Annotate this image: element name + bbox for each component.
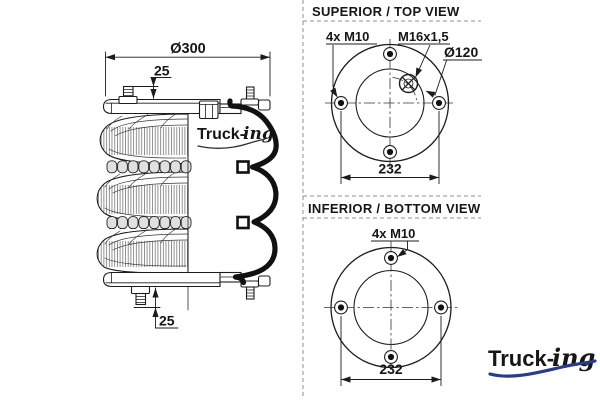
trucking-logo: Truck- ing [488, 343, 597, 378]
port-pitch-circle-arc [392, 77, 417, 101]
bolt-holes-bottom-view [334, 251, 448, 364]
dimension-arrow [429, 174, 439, 181]
dim-label-25-top: 25 [154, 63, 170, 79]
logo-text-truck: Truck- [488, 346, 554, 371]
dimension-arrow [150, 77, 157, 87]
bottom-plate [102, 271, 271, 306]
label-4x-m10-bottom: 4x M10 [372, 226, 415, 241]
dimension-arrow [341, 376, 351, 383]
dim-label-232-bottom: 232 [379, 361, 403, 377]
dimension-arrow [431, 376, 441, 383]
girdle-ring-section-1 [236, 160, 250, 174]
convolution-3 [96, 228, 189, 274]
mounting-stud-bottom-left [130, 285, 151, 306]
bead-clip-bottom [257, 275, 271, 287]
dim-label-diameter-300: Ø300 [170, 41, 205, 57]
convolution-2 [96, 171, 189, 224]
bolt-hole [384, 251, 398, 265]
air-fitting-boss [198, 100, 219, 120]
mounting-stud-top-right [240, 86, 271, 111]
watermark-swoosh [197, 138, 266, 149]
logo-swoosh [488, 359, 597, 378]
dimension-25-top [133, 77, 172, 99]
watermark-text-ing: ing [243, 124, 274, 144]
air-bellows-outline [227, 98, 279, 286]
bolt-hole [334, 300, 348, 315]
bolt-hole [334, 96, 348, 110]
dim-label-232-top: 232 [378, 161, 402, 177]
bellows-convolutions [96, 113, 192, 274]
bead-clip-top [257, 99, 271, 111]
bottom-view-title: INFERIOR / BOTTOM VIEW [308, 201, 481, 216]
leader-arrow [415, 67, 423, 78]
mounting-stud-bottom-right [240, 275, 271, 300]
bolt-holes-top-view [334, 47, 446, 159]
girdle-ring-row-2 [106, 216, 192, 230]
leader-arrow [330, 87, 338, 98]
convolution-1 [99, 113, 189, 165]
top-view-panel: SUPERIOR / TOP VIEW 4x M10 M16x1, [312, 4, 482, 184]
watermark: Truck- ing [197, 124, 274, 149]
bolt-hole [432, 96, 446, 110]
air-port-symbol [398, 73, 419, 94]
label-diameter-120: Ø120 [444, 44, 478, 60]
dimension-arrow [152, 307, 159, 317]
mounting-stud-top-left [118, 85, 138, 105]
dimension-arrow [105, 54, 115, 61]
leader-4x-m10-bottom [371, 240, 419, 257]
dim-label-25-bottom: 25 [159, 313, 175, 329]
dimension-232-top [340, 111, 440, 184]
side-view-drawing: Ø300 25 [96, 41, 279, 329]
watermark-text-truck: Truck- [197, 126, 245, 143]
girdle-ring-row-1 [106, 160, 192, 174]
top-plate [102, 85, 271, 120]
top-view-title: SUPERIOR / TOP VIEW [312, 4, 460, 19]
leader-diameter-120 [425, 59, 482, 98]
bolt-hole [383, 145, 397, 159]
leader-4x-m10-top [326, 43, 377, 98]
bolt-hole [434, 300, 448, 315]
dimension-arrow [150, 89, 157, 99]
dimension-arrow [152, 288, 159, 298]
bolt-hole [383, 47, 397, 61]
leader-arrow [425, 90, 436, 98]
leader-arrow [397, 249, 407, 257]
bolt-hole [384, 350, 398, 364]
bottom-view-panel: INFERIOR / BOTTOM VIEW 4x M10 232 [308, 201, 597, 386]
dimension-25-bottom [133, 287, 179, 329]
dimension-diameter-300 [105, 51, 271, 97]
dimension-232-bottom [340, 316, 442, 386]
girdle-ring-section-2 [236, 215, 250, 230]
label-m16x1-5: M16x1,5 [398, 29, 449, 44]
dimension-arrow [260, 54, 270, 61]
panel-dividers [302, 0, 481, 397]
label-4x-m10-top: 4x M10 [326, 29, 369, 44]
leader-m16x1-5 [398, 43, 450, 78]
dimension-arrow [341, 174, 351, 181]
